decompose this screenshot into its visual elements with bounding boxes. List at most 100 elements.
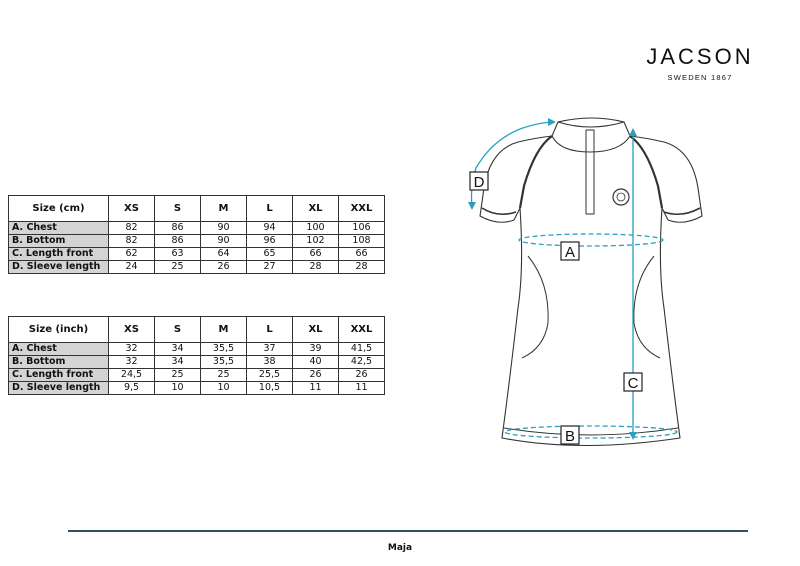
table-cell: 37 bbox=[246, 342, 293, 356]
row-label: D. Sleeve length bbox=[8, 381, 109, 395]
label-box-c bbox=[623, 372, 643, 392]
table-cell: 25 bbox=[154, 260, 201, 274]
label-box-a bbox=[560, 241, 580, 261]
table-cell: 63 bbox=[154, 247, 201, 261]
table-cell: 26 bbox=[338, 368, 385, 382]
table-cell: 28 bbox=[292, 260, 339, 274]
table-cell: 94 bbox=[246, 221, 293, 235]
table-row: B. Bottom 32 34 35,5 38 40 42,5 bbox=[8, 355, 385, 369]
garment-zipper bbox=[585, 129, 595, 215]
table-cell: 35,5 bbox=[200, 355, 247, 369]
size-header: XXL bbox=[338, 195, 385, 222]
row-label: B. Bottom bbox=[8, 355, 109, 369]
table-cell: 86 bbox=[154, 234, 201, 248]
table-row: D. Sleeve length 9,5 10 10 10,5 11 11 bbox=[8, 381, 385, 395]
size-header: XL bbox=[292, 195, 339, 222]
garment-collar-inner bbox=[557, 121, 625, 128]
size-header: XS bbox=[108, 316, 155, 343]
length-arrow-bottom bbox=[629, 432, 637, 440]
table-cell: 34 bbox=[154, 342, 201, 356]
garment-cuff-right bbox=[663, 207, 701, 216]
table-header-label: Size (inch) bbox=[8, 316, 109, 343]
size-header: XXL bbox=[338, 316, 385, 343]
row-label: D. Sleeve length bbox=[8, 260, 109, 274]
table-cell: 108 bbox=[338, 234, 385, 248]
table-cell: 35,5 bbox=[200, 342, 247, 356]
sleeve-arrow-end bbox=[468, 202, 476, 210]
table-cell: 65 bbox=[246, 247, 293, 261]
garment-cuff-left bbox=[481, 207, 517, 216]
chest-measure-line bbox=[518, 233, 664, 247]
table-row: D. Sleeve length 24 25 26 27 28 28 bbox=[8, 260, 385, 274]
table-row: A. Chest 82 86 90 94 100 106 bbox=[8, 221, 385, 235]
footer-divider bbox=[68, 530, 748, 532]
garment-diagram: A B C D bbox=[468, 117, 703, 447]
garment-collar bbox=[551, 135, 631, 153]
row-label: A. Chest bbox=[8, 221, 109, 235]
table-cell: 11 bbox=[338, 381, 385, 395]
table-cell: 42,5 bbox=[338, 355, 385, 369]
brand-tagline: SWEDEN 1867 bbox=[667, 73, 733, 82]
table-cell: 106 bbox=[338, 221, 385, 235]
table-cell: 66 bbox=[338, 247, 385, 261]
table-cell: 82 bbox=[108, 234, 155, 248]
table-cell: 82 bbox=[108, 221, 155, 235]
label-a: A bbox=[565, 244, 575, 261]
table-cell: 32 bbox=[108, 355, 155, 369]
garment-outline bbox=[479, 117, 703, 447]
table-cell: 66 bbox=[292, 247, 339, 261]
sleeve-arrow-start bbox=[548, 118, 556, 126]
garment-raglan-right bbox=[629, 135, 664, 209]
table-row: A. Chest 32 34 35,5 37 39 41,5 bbox=[8, 342, 385, 356]
garment-raglan-left bbox=[518, 135, 553, 209]
size-header: S bbox=[154, 195, 201, 222]
table-cell: 26 bbox=[200, 260, 247, 274]
table-cell: 90 bbox=[200, 234, 247, 248]
table-row: B. Bottom 82 86 90 96 102 108 bbox=[8, 234, 385, 248]
size-header: M bbox=[200, 316, 247, 343]
size-header: S bbox=[154, 316, 201, 343]
size-header: M bbox=[200, 195, 247, 222]
table-cell: 9,5 bbox=[108, 381, 155, 395]
size-header: L bbox=[246, 316, 293, 343]
brand-name: JACSON bbox=[646, 44, 754, 69]
table-cell: 41,5 bbox=[338, 342, 385, 356]
table-cell: 24,5 bbox=[108, 368, 155, 382]
size-header: XS bbox=[108, 195, 155, 222]
emblem-icon bbox=[612, 188, 630, 206]
table-cell: 32 bbox=[108, 342, 155, 356]
label-c: C bbox=[628, 375, 639, 392]
label-d: D bbox=[474, 174, 485, 191]
garment-panel-left bbox=[521, 255, 549, 359]
table-cell: 100 bbox=[292, 221, 339, 235]
table-cell: 64 bbox=[200, 247, 247, 261]
size-header: XL bbox=[292, 316, 339, 343]
table-cell: 28 bbox=[338, 260, 385, 274]
table-cell: 38 bbox=[246, 355, 293, 369]
table-cell: 11 bbox=[292, 381, 339, 395]
length-arrow-top bbox=[629, 128, 637, 136]
table-cell: 40 bbox=[292, 355, 339, 369]
table-cell: 102 bbox=[292, 234, 339, 248]
table-cell: 62 bbox=[108, 247, 155, 261]
size-header: L bbox=[246, 195, 293, 222]
table-header-row: Size (inch) XS S M L XL XXL bbox=[8, 316, 385, 343]
table-cell: 10 bbox=[200, 381, 247, 395]
table-cell: 26 bbox=[292, 368, 339, 382]
size-table-inch: Size (inch) XS S M L XL XXL A. Chest 32 … bbox=[8, 316, 385, 395]
table-cell: 10 bbox=[154, 381, 201, 395]
label-box-d bbox=[469, 171, 489, 191]
table-cell: 27 bbox=[246, 260, 293, 274]
table-cell: 24 bbox=[108, 260, 155, 274]
brand-logo: JACSON SWEDEN 1867 bbox=[640, 44, 760, 82]
table-cell: 86 bbox=[154, 221, 201, 235]
row-label: C. Length front bbox=[8, 247, 109, 261]
table-cell: 25,5 bbox=[246, 368, 293, 382]
garment-panel-right bbox=[633, 255, 661, 359]
row-label: B. Bottom bbox=[8, 234, 109, 248]
table-header-label: Size (cm) bbox=[8, 195, 109, 222]
table-cell: 10,5 bbox=[246, 381, 293, 395]
garment-hem bbox=[503, 427, 679, 436]
label-b: B bbox=[565, 428, 575, 445]
table-cell: 96 bbox=[246, 234, 293, 248]
